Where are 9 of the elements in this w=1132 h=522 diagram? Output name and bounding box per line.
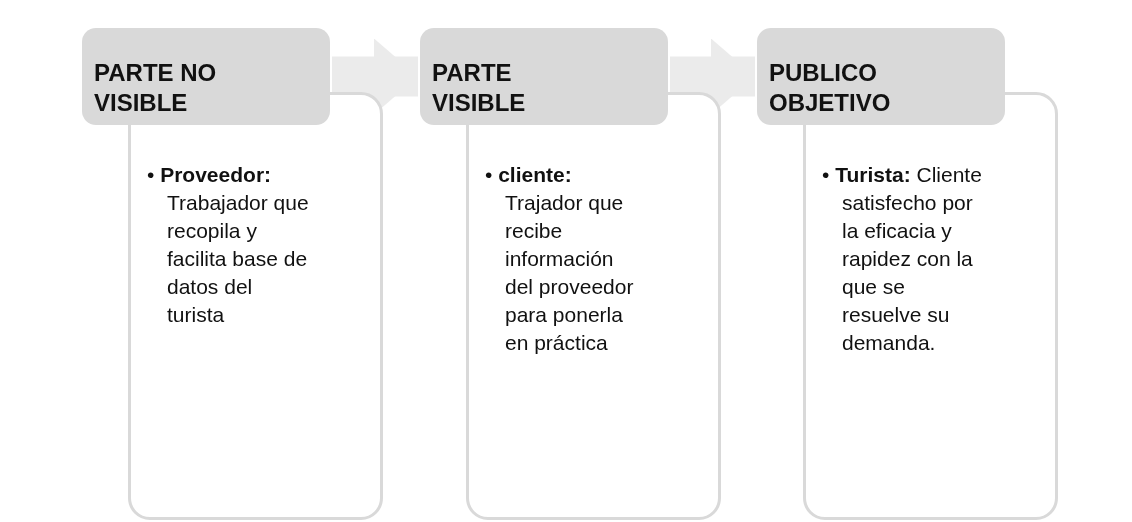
bullet-text: • cliente: Trajador que recibe información del proveedor para ponerla en práctica <box>485 162 635 356</box>
bullet-text: • Proveedor: Trabajador que recopila y facilita base de datos del turista <box>147 162 309 328</box>
heading-box <box>757 28 1005 125</box>
heading-text: PARTE VISIBLE <box>432 58 527 118</box>
heading-box <box>420 28 668 125</box>
bullet-text: • Turista: Cliente satisfecho por la eficacia y rapidez con la que se resuelve su demanda. <box>822 162 983 356</box>
heading-text: PUBLICO OBJETIVO <box>769 58 892 118</box>
heading-box <box>82 28 330 125</box>
heading-text: PARTE NO VISIBLE <box>94 58 218 118</box>
